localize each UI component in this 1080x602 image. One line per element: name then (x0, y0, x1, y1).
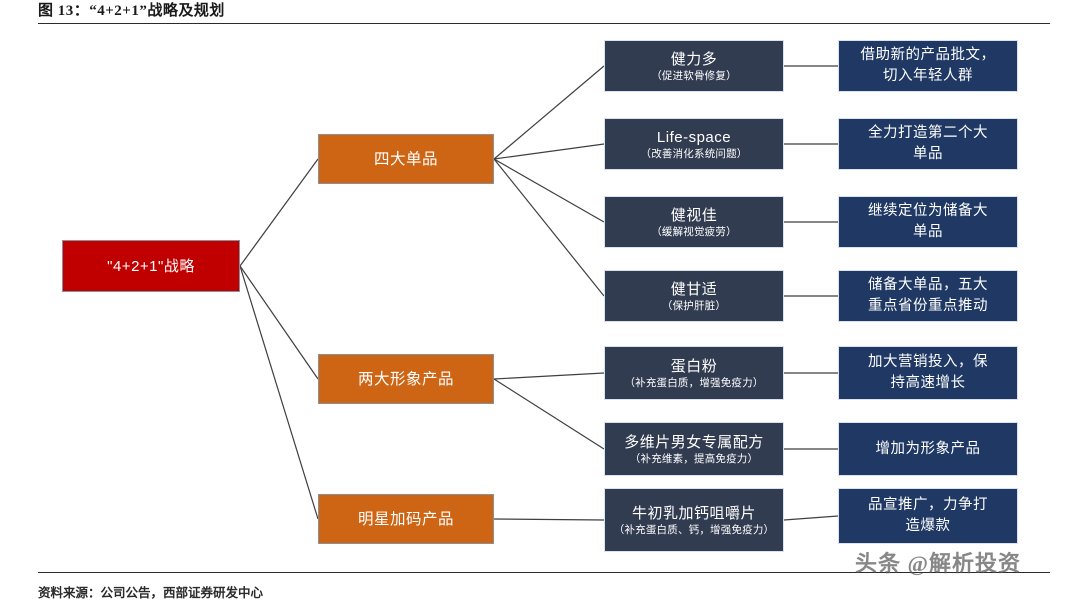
footer-divider (38, 572, 1050, 573)
node-plan-plan-jianliduo[interactable]: 借助新的产品批文， 切入年轻人群 (838, 40, 1018, 92)
node-plan-plan-lifespace-label: 全力打造第二个大 单品 (868, 125, 988, 162)
connector-group-two-to-product-multivitamin (493, 378, 605, 450)
connector-product-colostrum-to-plan-colostrum (783, 515, 839, 521)
node-plan-plan-protein[interactable]: 加大营销投入，保 持高速增长 (838, 346, 1018, 400)
node-plan-plan-jianganshi[interactable]: 储备大单品，五大 重点省份重点推动 (838, 270, 1018, 322)
node-root-strategy-label: "4+2+1"战略 (107, 257, 195, 275)
node-product-product-colostrum-label: 牛初乳加钙咀嚼片 (631, 504, 756, 522)
node-product-product-jianliduo-sublabel: （促进软骨修复） (651, 69, 737, 82)
node-product-product-jianshijia-label: 健视佳 (670, 206, 718, 224)
node-group-group-two[interactable]: 两大形象产品 (318, 354, 494, 404)
node-plan-plan-lifespace[interactable]: 全力打造第二个大 单品 (838, 118, 1018, 170)
node-plan-plan-multivitamin[interactable]: 增加为形象产品 (838, 422, 1018, 476)
node-product-product-multivitamin-label: 多维片男女专属配方 (624, 433, 764, 451)
node-product-product-multivitamin[interactable]: 多维片男女专属配方（补充维素，提高免疫力） (604, 422, 784, 476)
node-product-product-jianliduo-label: 健力多 (670, 50, 718, 68)
node-product-product-protein-sublabel: （补充蛋白质，增强免疫力） (624, 376, 764, 389)
connector-group-two-to-product-protein (493, 372, 605, 380)
node-group-group-star-label: 明星加码产品 (357, 510, 454, 528)
node-plan-plan-jianganshi-label: 储备大单品，五大 重点省份重点推动 (868, 277, 988, 314)
node-product-product-jianganshi-sublabel: （保护肝脏） (661, 299, 727, 312)
connector-lines (239, 65, 839, 521)
page-title: 图 13：“4+2+1”战略及规划 (38, 3, 225, 19)
node-product-product-colostrum[interactable]: 牛初乳加钙咀嚼片（补充蛋白质、钙，增强免疫力） (604, 488, 784, 552)
node-product-product-jianshijia[interactable]: 健视佳（缓解视觉疲劳） (604, 196, 784, 248)
connector-group-four-to-product-lifespace (493, 143, 605, 160)
node-product-product-jianganshi-label: 健甘适 (670, 280, 718, 298)
node-root-strategy[interactable]: "4+2+1"战略 (62, 240, 240, 292)
node-plan-plan-multivitamin-label: 增加为形象产品 (875, 440, 981, 457)
connector-group-four-to-product-jianganshi (493, 158, 605, 297)
title-divider (38, 23, 1050, 24)
connector-root-to-group-four (239, 158, 319, 267)
node-group-group-two-label: 两大形象产品 (357, 370, 454, 388)
diagram-canvas: "4+2+1"战略 四大单品两大形象产品明星加码产品 健力多（促进软骨修复） Life… (0, 26, 1080, 572)
node-product-product-lifespace-label: Life-space (656, 128, 732, 146)
node-group-group-star[interactable]: 明星加码产品 (318, 494, 494, 544)
node-product-product-jianshijia-sublabel: （缓解视觉疲劳） (651, 225, 737, 238)
connector-root-to-group-two (239, 265, 319, 380)
node-plan-plan-protein-label: 加大营销投入，保 持高速增长 (868, 354, 988, 391)
connector-group-star-to-product-colostrum (493, 518, 605, 521)
node-product-product-multivitamin-sublabel: （补充维素，提高免疫力） (629, 452, 759, 465)
node-product-product-lifespace[interactable]: Life-space（改善消化系统问题） (604, 118, 784, 170)
node-group-group-four[interactable]: 四大单品 (318, 134, 494, 184)
node-plan-plan-colostrum[interactable]: 品宣推广，力争打 造爆款 (838, 488, 1018, 544)
node-product-product-colostrum-sublabel: （补充蛋白质、钙，增强免疫力） (613, 523, 775, 536)
connector-group-four-to-product-jianshijia (493, 158, 605, 223)
node-product-product-protein[interactable]: 蛋白粉（补充蛋白质，增强免疫力） (604, 346, 784, 400)
watermark: 头条 @解析投资 (855, 551, 1021, 576)
node-product-product-protein-label: 蛋白粉 (670, 357, 718, 375)
node-group-group-four-label: 四大单品 (373, 150, 438, 168)
connector-root-to-group-star (239, 265, 319, 520)
node-plan-plan-jianshijia-label: 继续定位为储备大 单品 (868, 203, 988, 240)
node-plan-plan-jianliduo-label: 借助新的产品批文， 切入年轻人群 (860, 47, 996, 84)
connector-group-four-to-product-jianliduo (493, 65, 605, 160)
node-plan-plan-colostrum-label: 品宣推广，力争打 造爆款 (868, 497, 988, 534)
node-plan-plan-jianshijia[interactable]: 继续定位为储备大 单品 (838, 196, 1018, 248)
node-product-product-jianganshi[interactable]: 健甘适（保护肝脏） (604, 270, 784, 322)
node-product-product-lifespace-sublabel: （改善消化系统问题） (640, 147, 748, 160)
source-note: 资料来源：公司公告，西部证券研发中心 (38, 586, 264, 600)
node-product-product-jianliduo[interactable]: 健力多（促进软骨修复） (604, 40, 784, 92)
